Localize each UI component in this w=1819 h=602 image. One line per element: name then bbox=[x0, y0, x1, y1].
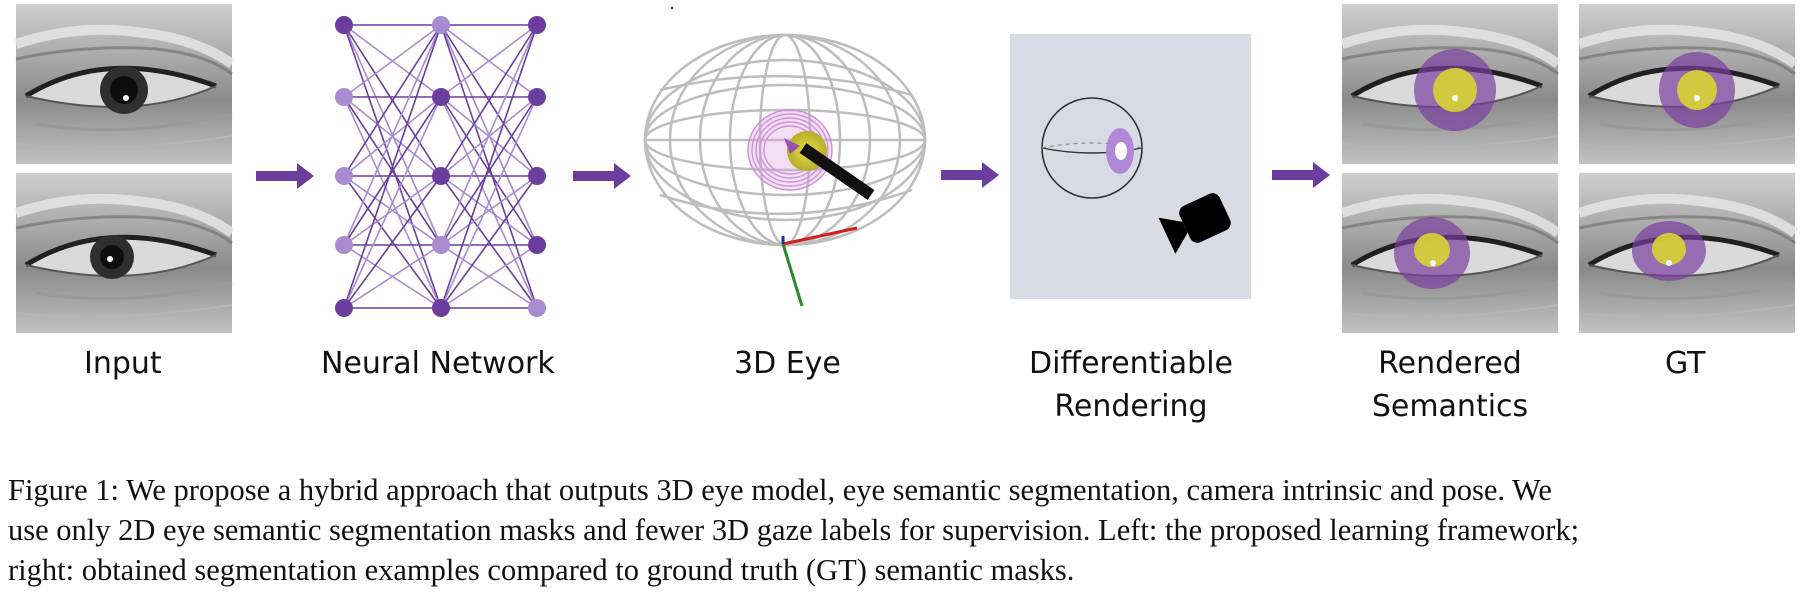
caption-line-1: Figure 1: We propose a hybrid approach t… bbox=[8, 473, 1552, 507]
network-edge bbox=[440, 175, 538, 309]
rendering-panel bbox=[1010, 34, 1251, 299]
network-edge bbox=[343, 244, 442, 309]
figure-caption: Figure 1: We propose a hybrid approach t… bbox=[8, 470, 1813, 590]
input-eye-image-2 bbox=[16, 173, 232, 333]
stage-label-semantics-line2: Semantics bbox=[1371, 389, 1529, 424]
camera-icon bbox=[1158, 193, 1231, 254]
network-edge bbox=[343, 24, 442, 246]
network-node bbox=[528, 16, 546, 34]
caption-line-3: right: obtained segmentation examples co… bbox=[8, 553, 1075, 587]
stage-label-input: Input bbox=[84, 346, 162, 381]
arrow-icon bbox=[941, 162, 999, 188]
stage-label-gt: GT bbox=[1665, 346, 1706, 381]
network-edge bbox=[343, 24, 442, 177]
rendered-semantics-image-1 bbox=[1342, 4, 1558, 164]
stage-label-3d-eye: 3D Eye bbox=[734, 346, 841, 381]
rendered-semantics-image-2 bbox=[1342, 173, 1558, 333]
network-node bbox=[335, 88, 353, 106]
network-node bbox=[432, 88, 450, 106]
network-node bbox=[432, 167, 450, 185]
gt-image-1 bbox=[1579, 4, 1795, 164]
network-edge bbox=[440, 96, 538, 246]
neural-network-diagram bbox=[335, 16, 546, 317]
input-eye-image-1 bbox=[16, 4, 232, 164]
arrow-icon bbox=[1272, 162, 1330, 188]
gt-image-2 bbox=[1579, 173, 1795, 333]
stage-label-rendered-semantics: Rendered Semantics bbox=[1360, 342, 1540, 428]
network-edge bbox=[343, 96, 442, 246]
network-node bbox=[432, 299, 450, 317]
caption-line-2: use only 2D eye semantic segmentation ma… bbox=[8, 513, 1580, 547]
3d-eye-model bbox=[643, 6, 927, 307]
arrow-icon bbox=[256, 163, 314, 189]
network-node bbox=[335, 236, 353, 254]
network-node bbox=[528, 236, 546, 254]
method-overview-figure bbox=[0, 0, 1819, 440]
network-edge bbox=[440, 24, 538, 98]
network-edge bbox=[343, 175, 442, 246]
network-node bbox=[335, 299, 353, 317]
network-node bbox=[528, 167, 546, 185]
network-edge bbox=[440, 24, 538, 177]
stage-label-rendering-line1: Differentiable bbox=[1028, 346, 1234, 381]
network-node bbox=[335, 16, 353, 34]
network-node bbox=[528, 88, 546, 106]
network-node bbox=[432, 236, 450, 254]
network-edge bbox=[343, 24, 442, 309]
network-edge bbox=[440, 96, 538, 309]
stage-label-neural-network: Neural Network bbox=[321, 346, 555, 381]
network-edge bbox=[440, 24, 538, 309]
network-node bbox=[432, 16, 450, 34]
network-edge bbox=[343, 175, 442, 309]
arrow-icon bbox=[573, 163, 631, 189]
network-edge bbox=[440, 24, 538, 246]
stage-label-rendering: Differentiable Rendering bbox=[1028, 342, 1234, 428]
network-node bbox=[528, 299, 546, 317]
stage-label-semantics-line1: Rendered bbox=[1378, 346, 1522, 381]
network-edge bbox=[343, 96, 442, 309]
stage-label-rendering-line2: Rendering bbox=[1054, 389, 1208, 424]
network-node bbox=[335, 167, 353, 185]
network-edge bbox=[440, 175, 538, 246]
network-edge bbox=[343, 24, 442, 98]
network-edge bbox=[440, 244, 538, 309]
